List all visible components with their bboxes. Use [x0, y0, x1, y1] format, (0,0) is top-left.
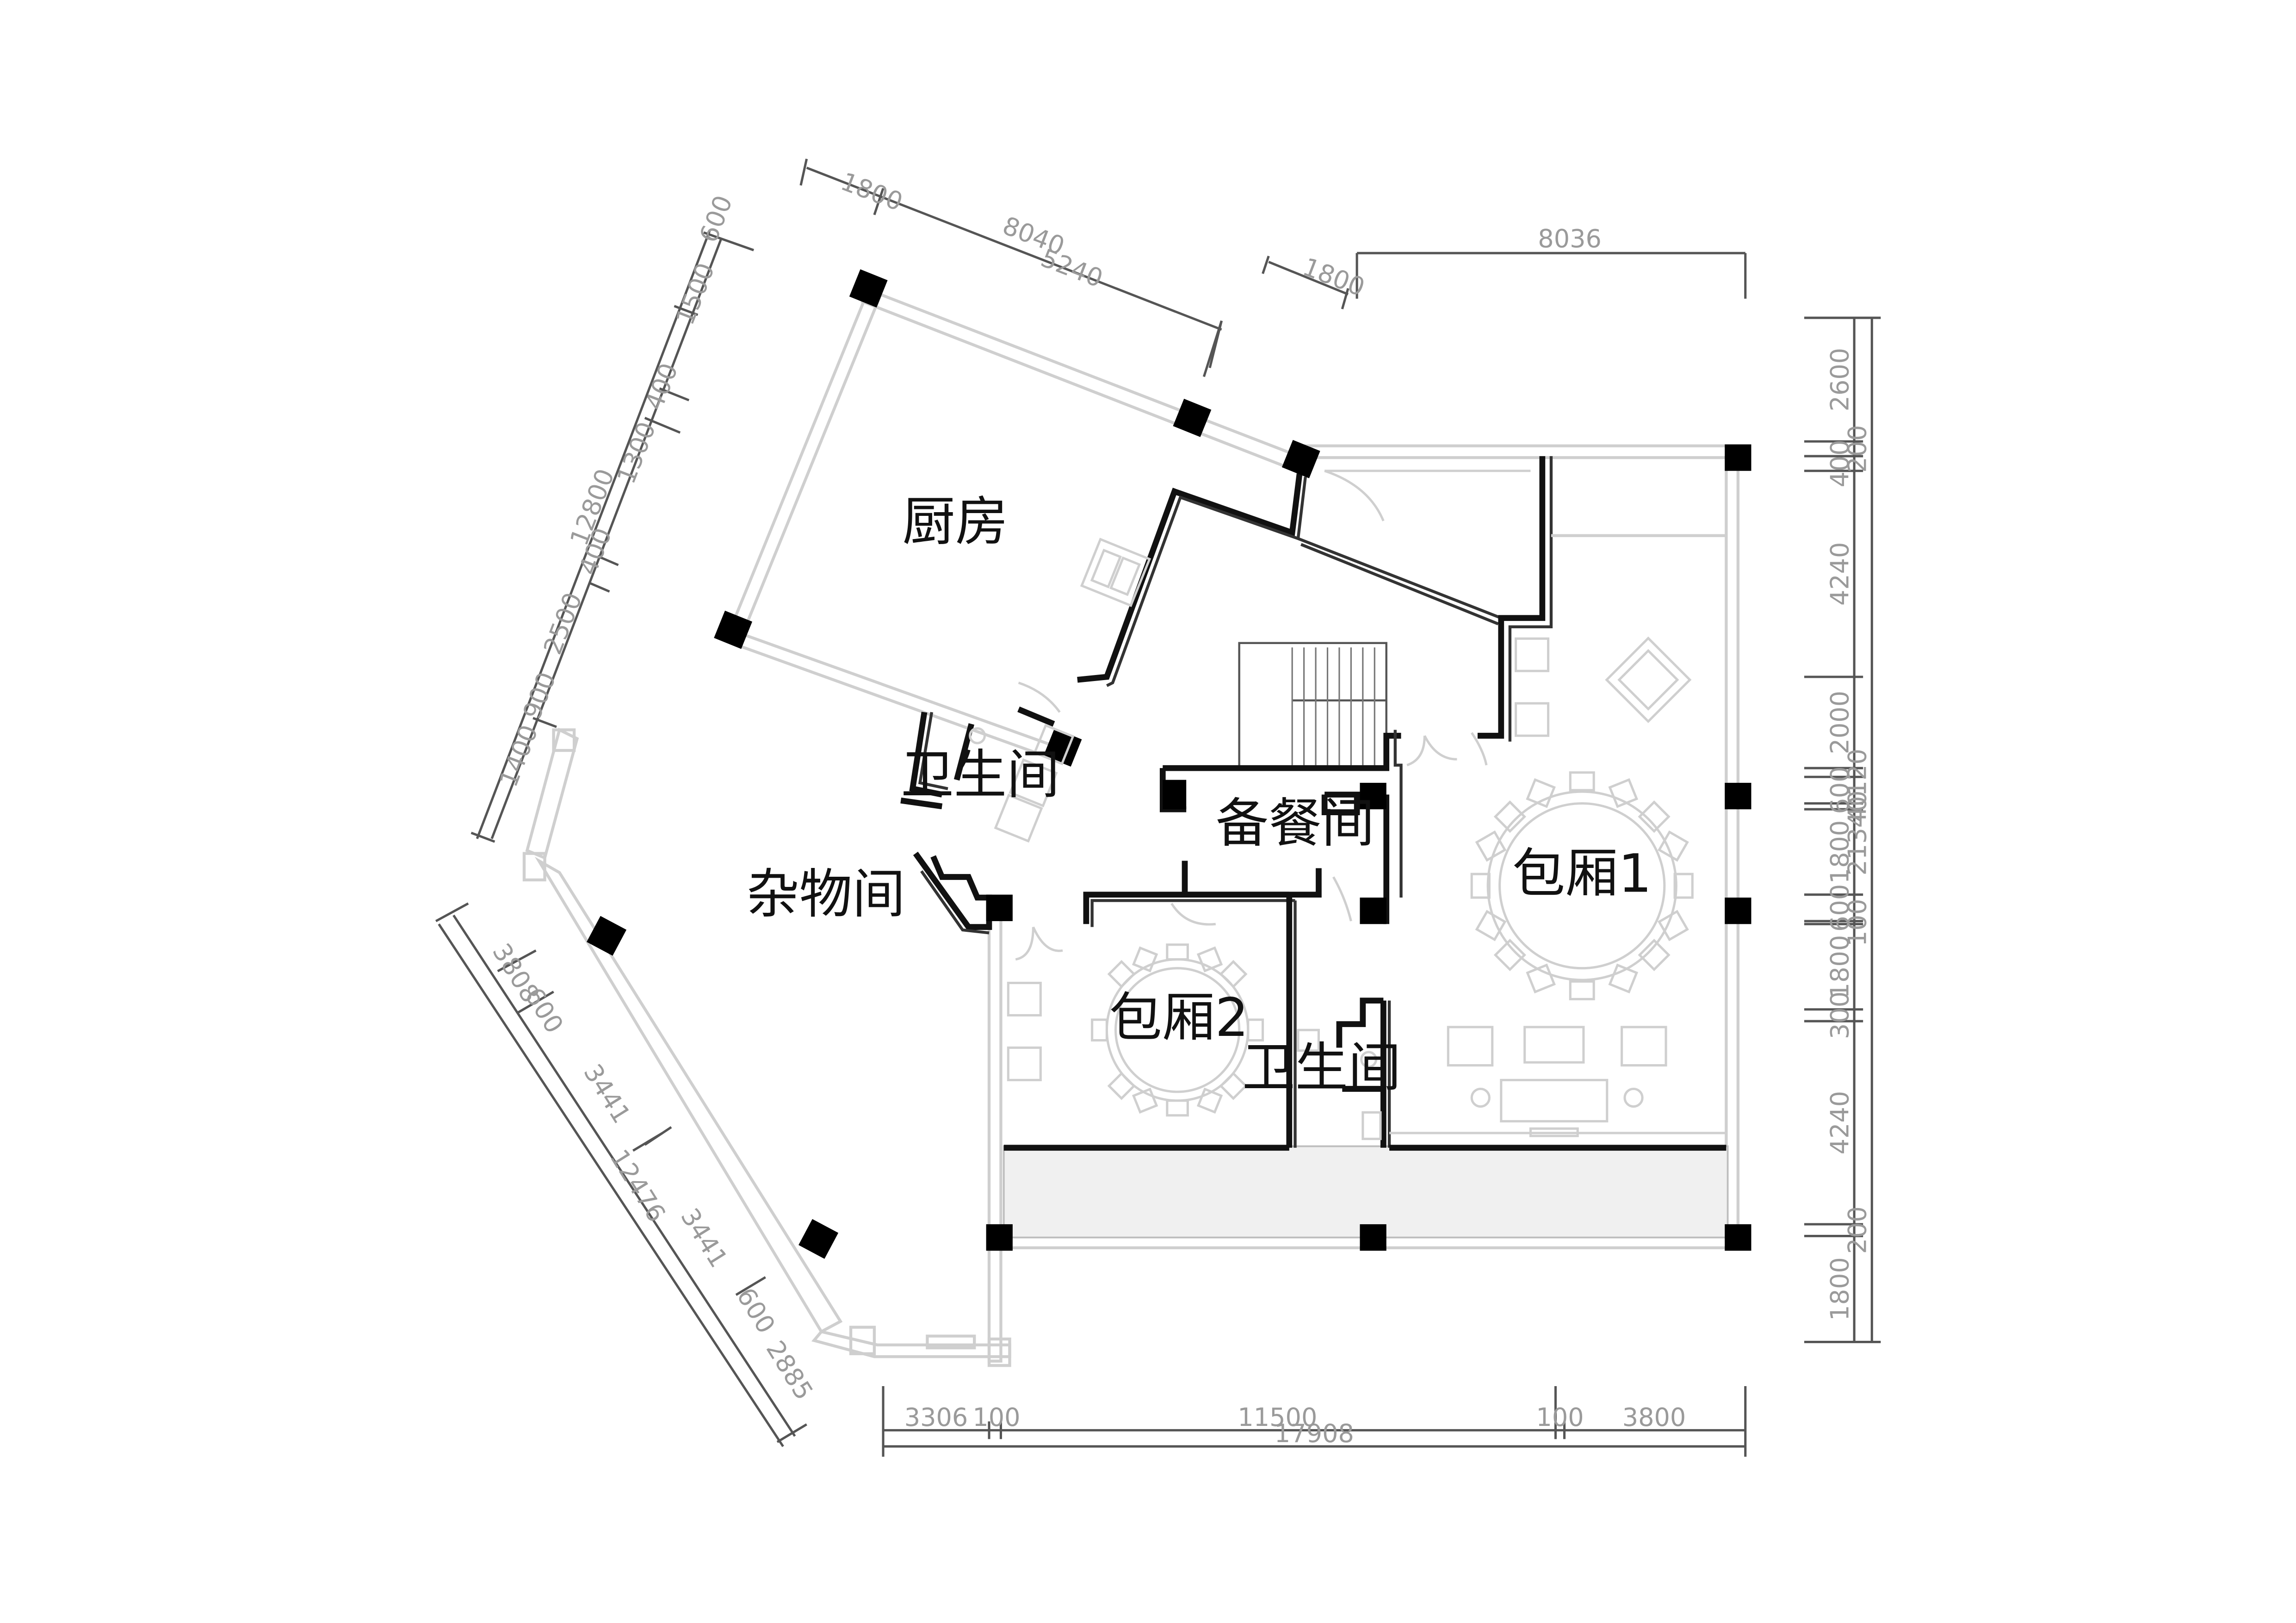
dim-total-label: 21340	[1843, 796, 1872, 876]
room-label-storage: 杂物间	[746, 864, 905, 925]
interior-walls	[900, 456, 1727, 1151]
dim-label: 600	[1825, 884, 1854, 932]
dim-label: 40	[1843, 790, 1872, 822]
room-label-toilet-top: 卫生间	[901, 744, 1059, 806]
dimension-lines	[435, 158, 1881, 1457]
dim-label: 1800	[1825, 1257, 1854, 1321]
room-label-kitchen: 厨房	[902, 491, 1008, 553]
room-label-private-room-2: 包厢2	[1109, 987, 1249, 1049]
dim-label: 4240	[1825, 1091, 1854, 1155]
exterior-outline	[522, 288, 1740, 1367]
dim-label: 2600	[1825, 348, 1854, 412]
dim-label: 200	[1843, 425, 1872, 472]
dim-label: 400	[1825, 440, 1854, 487]
dim-label: 600	[1825, 766, 1854, 814]
dim-label: 100	[972, 1403, 1020, 1432]
room-label-pantry: 备餐间	[1216, 793, 1374, 855]
dim-label: 8036	[1538, 224, 1602, 253]
dim-label: 3306	[904, 1403, 968, 1432]
dim-label: 2000	[1825, 691, 1854, 755]
dim-label: 300	[1825, 991, 1854, 1039]
dim-label: 120	[1843, 749, 1872, 796]
dim-label: 1800	[1825, 935, 1854, 999]
dim-label: 100	[1536, 1403, 1584, 1432]
room-label-private-room-1: 包厢1	[1512, 843, 1652, 904]
dim-total-label: 17908	[1275, 1419, 1354, 1448]
room-label-toilet-bottom: 卫生间	[1242, 1037, 1401, 1099]
dim-label: 11500	[1238, 1403, 1317, 1432]
furniture	[969, 470, 1727, 1140]
dim-label: 4240	[1825, 542, 1854, 606]
dim-label: 200	[1843, 1206, 1872, 1254]
dim-label: 3800	[1622, 1403, 1686, 1432]
dim-label: 1800	[1825, 820, 1854, 884]
room-labels: 厨房 杂物间 卫生间 备餐间 包厢1 包厢2 卫生间	[746, 491, 1652, 1099]
dim-label: 100	[1843, 899, 1872, 947]
structural-columns	[587, 269, 1751, 1259]
